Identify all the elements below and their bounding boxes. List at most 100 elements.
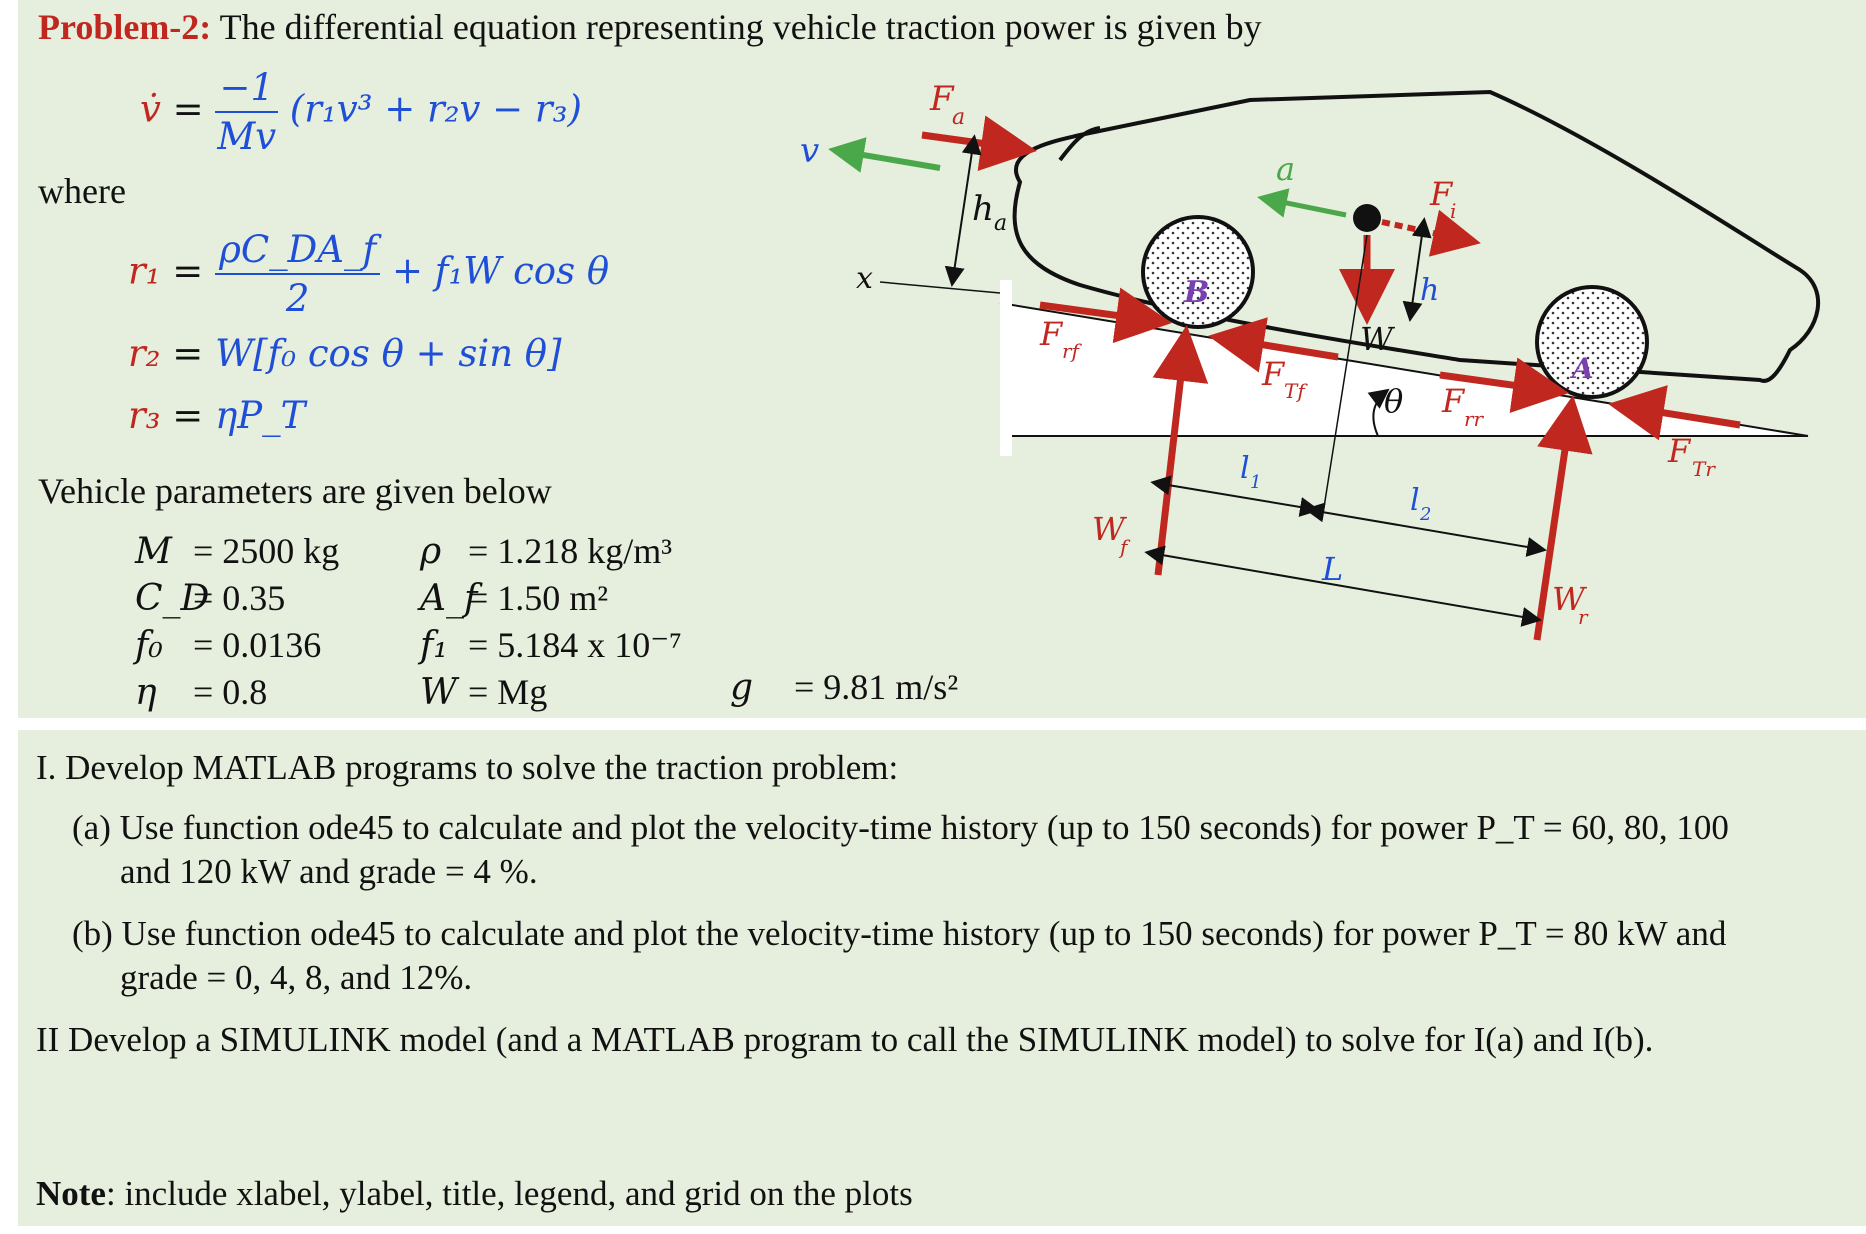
label-w: W bbox=[1360, 320, 1396, 358]
problem-statement: The differential equation representing v… bbox=[219, 7, 1262, 47]
r1-fraction: ρC_DA_f 2 bbox=[215, 228, 381, 320]
g-value: = 9.81 m/s² bbox=[794, 667, 959, 707]
label-fi: F bbox=[1429, 175, 1454, 213]
gravity-param: g = 9.81 m/s² bbox=[730, 666, 958, 708]
center-of-gravity bbox=[1353, 204, 1381, 232]
label-ftr-sub: Tr bbox=[1692, 457, 1716, 481]
note-label: Note bbox=[36, 1174, 106, 1213]
ha-dimension bbox=[944, 134, 982, 287]
label-wf-sub: f bbox=[1118, 535, 1131, 559]
h-dimension bbox=[1402, 217, 1432, 322]
param-row: f₁= 5.184 x 10⁻⁷ bbox=[420, 625, 682, 666]
label-frr-sub: rr bbox=[1464, 407, 1485, 431]
problem-heading: Problem-2: The differential equation rep… bbox=[38, 6, 1262, 48]
label-theta: θ bbox=[1384, 382, 1403, 420]
car-body bbox=[1012, 89, 1820, 383]
label-l2: l bbox=[1410, 483, 1420, 518]
r1-rest: + f₁W cos θ bbox=[392, 249, 610, 293]
label-x: x bbox=[856, 261, 873, 296]
note-text: : include xlabel, ylabel, title, legend,… bbox=[105, 1174, 913, 1213]
task-a-line2: and 120 kW and grade = 4 %. bbox=[120, 852, 538, 891]
front-normal-force-arrow bbox=[1152, 325, 1209, 576]
r3-equation: r₃ = ηP_T bbox=[128, 394, 306, 437]
where-label: where bbox=[38, 171, 126, 211]
main-denominator: Mv bbox=[217, 115, 277, 158]
label-fa-sub: a bbox=[952, 105, 965, 130]
task-b-line2: grade = 0, 4, 8, and 12%. bbox=[120, 958, 473, 997]
vdot: v̇ bbox=[140, 87, 161, 131]
parameters-heading: Vehicle parameters are given below bbox=[38, 471, 552, 511]
label-wr: W bbox=[1552, 580, 1588, 618]
incline-backdrop bbox=[1000, 280, 1012, 456]
param-row: f₀= 0.0136 bbox=[135, 625, 322, 666]
main-equation: v̇ = −1 Mv (r₁v³ + r₂v − r₃) bbox=[140, 66, 582, 158]
aero-force-arrow bbox=[921, 115, 1037, 171]
task-b-line1: (b) Use function ode45 to calculate and … bbox=[72, 914, 1727, 953]
rear-rolling-force-arrow bbox=[1439, 357, 1569, 413]
label-l1-sub: 1 bbox=[1250, 472, 1261, 493]
label-frf: F bbox=[1039, 315, 1064, 353]
r3-symbol: r₃ bbox=[128, 394, 161, 437]
param-row: M= 2500 kg bbox=[135, 531, 340, 572]
label-a: a bbox=[1276, 150, 1295, 188]
label-wf: W bbox=[1092, 510, 1128, 548]
r2-rhs: W[f₀ cos θ + sin θ] bbox=[215, 332, 562, 375]
label-ftf-sub: Tf bbox=[1284, 379, 1308, 403]
inertia-force-arrow bbox=[1381, 209, 1481, 257]
wheelbase-dimension bbox=[1144, 545, 1542, 627]
label-a-wheel: A bbox=[1569, 352, 1594, 385]
label-frr: F bbox=[1441, 382, 1466, 420]
label-v: v bbox=[800, 131, 819, 171]
equals-sign: = bbox=[172, 87, 204, 131]
l1-dimension bbox=[1150, 475, 1320, 517]
task-i: I. Develop MATLAB programs to solve the … bbox=[36, 748, 899, 787]
param-row: η= 0.8 bbox=[135, 672, 268, 713]
r3-rhs: ηP_T bbox=[215, 394, 306, 437]
label-l: L bbox=[1321, 550, 1343, 588]
r1-numerator: ρC_DA_f bbox=[215, 228, 381, 275]
main-fraction: −1 Mv bbox=[215, 66, 278, 158]
parameters-col1: M= 2500 kg C_D= 0.35 f₀= 0.0136 η= 0.8 bbox=[135, 528, 339, 716]
param-row: ρ= 1.218 kg/m³ bbox=[420, 531, 673, 572]
r2-symbol: r₂ bbox=[128, 332, 161, 375]
r1-symbol: r₁ bbox=[128, 249, 161, 293]
rear-normal-force-arrow bbox=[1533, 395, 1593, 641]
l2-dimension bbox=[1304, 502, 1547, 557]
param-row: C_D= 0.35 bbox=[135, 578, 286, 619]
label-ha: h bbox=[972, 189, 994, 229]
task-ii: II Develop a SIMULINK model (and a MATLA… bbox=[36, 1020, 1654, 1059]
task-a-line1: (a) Use function ode45 to calculate and … bbox=[72, 808, 1729, 847]
main-numerator: −1 bbox=[215, 66, 278, 113]
parameters-col2: ρ= 1.218 kg/m³ A_f= 1.50 m² f₁= 5.184 x … bbox=[420, 528, 682, 716]
note: Note: include xlabel, ylabel, title, leg… bbox=[36, 1174, 913, 1214]
label-l2-sub: 2 bbox=[1419, 504, 1431, 525]
problem-label: Problem-2: bbox=[38, 7, 212, 47]
tasks-panel bbox=[18, 730, 1866, 1226]
param-row: W= Mg bbox=[420, 672, 548, 713]
param-row: A_f= 1.50 m² bbox=[420, 578, 609, 619]
cg-vertical-line bbox=[1321, 234, 1368, 521]
theta-arc bbox=[1367, 388, 1390, 437]
label-fi-sub: i bbox=[1450, 199, 1456, 223]
acceleration-arrow bbox=[1257, 188, 1347, 218]
velocity-arrow bbox=[828, 137, 941, 173]
front-wheel-b bbox=[1141, 215, 1255, 329]
r1-denominator: 2 bbox=[285, 277, 310, 320]
x-axis-line bbox=[879, 281, 1001, 294]
label-ftf: F bbox=[1261, 355, 1286, 393]
label-wr-sub: r bbox=[1578, 605, 1589, 629]
main-bracket: (r₁v³ + r₂v − r₃) bbox=[289, 87, 582, 131]
label-b: B bbox=[1183, 275, 1209, 310]
r1-equation: r₁ = ρC_DA_f 2 + f₁W cos θ bbox=[128, 228, 610, 320]
front-rolling-force-arrow bbox=[1039, 287, 1172, 344]
label-frf-sub: rf bbox=[1062, 339, 1083, 363]
label-h: h bbox=[1420, 273, 1439, 308]
front-traction-force-arrow bbox=[1208, 317, 1339, 373]
label-ha-sub: a bbox=[994, 211, 1007, 236]
r2-equation: r₂ = W[f₀ cos θ + sin θ] bbox=[128, 332, 562, 375]
label-ftr: F bbox=[1667, 432, 1692, 470]
label-l1: l bbox=[1240, 451, 1250, 486]
label-fa: F bbox=[929, 79, 955, 119]
g-symbol: g bbox=[730, 667, 754, 708]
